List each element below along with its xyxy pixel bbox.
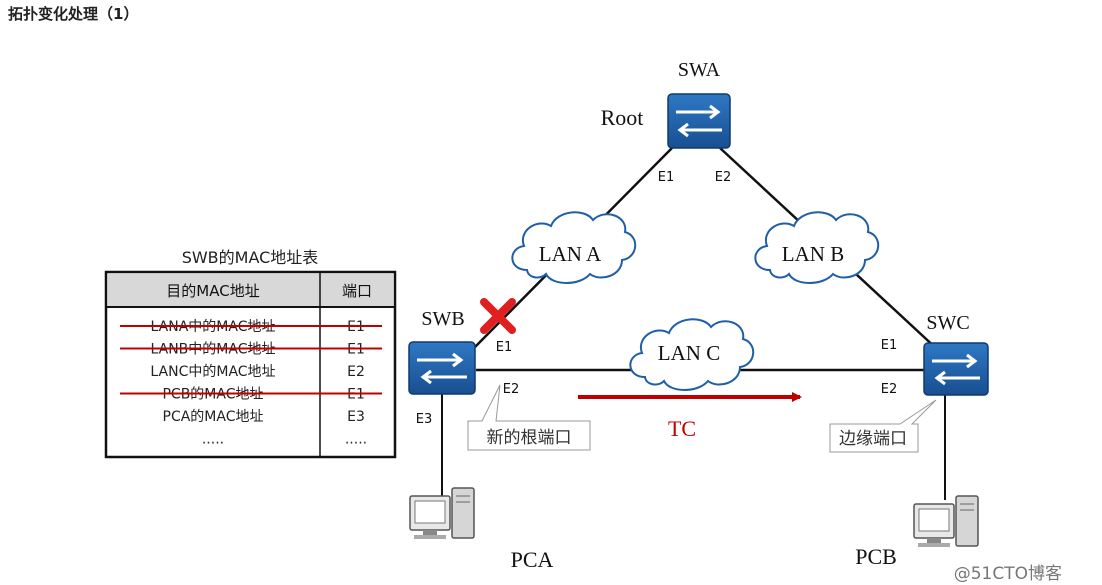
mac-address-cell: ..... bbox=[202, 432, 224, 448]
lan-c-cloud: LAN C bbox=[629, 318, 755, 391]
mac-table-header-port: 端口 bbox=[342, 282, 372, 300]
watermark: @51CTO博客 bbox=[954, 564, 1062, 584]
lan-a-cloud: LAN A bbox=[511, 211, 637, 284]
table-row: LANA中的MAC地址E1 bbox=[120, 319, 382, 335]
swc-name: SWC bbox=[926, 312, 969, 334]
table-row: PCB的MAC地址E1 bbox=[120, 387, 382, 403]
swa-name: SWA bbox=[678, 59, 721, 81]
swa-port-e2: E2 bbox=[715, 170, 732, 185]
mac-port-cell: E3 bbox=[347, 409, 365, 425]
switch-icon bbox=[667, 93, 731, 149]
host-pcb: PCB bbox=[855, 495, 979, 569]
callout-new-root-port: 新的根端口 bbox=[467, 384, 591, 451]
lan-a-label: LAN A bbox=[539, 242, 602, 266]
swb-port-e1: E1 bbox=[496, 340, 513, 355]
page-title: 拓扑变化处理（1） bbox=[8, 5, 139, 23]
cloud-icon bbox=[511, 211, 637, 284]
edge-port-label: 边缘端口 bbox=[839, 429, 907, 449]
swa-port-e1: E1 bbox=[658, 170, 675, 185]
table-row: .......... bbox=[202, 432, 367, 448]
swc-port-e1: E1 bbox=[881, 338, 898, 353]
mac-table: SWB的MAC地址表 目的MAC地址 端口 LANA中的MAC地址E1LANB中… bbox=[104, 248, 397, 459]
tc-indicator: TC bbox=[578, 392, 802, 441]
table-row: LANB中的MAC地址E1 bbox=[120, 342, 382, 358]
pc-icon bbox=[409, 487, 475, 539]
tc-label: TC bbox=[668, 416, 696, 441]
mac-address-cell: PCA的MAC地址 bbox=[163, 409, 264, 425]
swb-port-e3: E3 bbox=[416, 412, 433, 427]
swa-role: Root bbox=[601, 105, 644, 130]
callout-edge-port: 边缘端口 bbox=[829, 399, 937, 453]
mac-table-header-address: 目的MAC地址 bbox=[166, 282, 259, 300]
switch-icon bbox=[923, 342, 989, 396]
swb-name: SWB bbox=[421, 308, 464, 330]
pc-icon bbox=[913, 495, 979, 547]
switch-icon bbox=[408, 341, 476, 395]
mac-table-caption: SWB的MAC地址表 bbox=[182, 248, 319, 267]
host-pca: PCA bbox=[409, 487, 554, 572]
switch-swb: SWB E1 E2 E3 bbox=[408, 308, 520, 427]
swc-port-e2: E2 bbox=[881, 382, 898, 397]
swb-port-e2: E2 bbox=[503, 382, 520, 397]
pca-label: PCA bbox=[511, 547, 554, 572]
mac-address-cell: LANC中的MAC地址 bbox=[150, 364, 275, 380]
lan-b-cloud: LAN B bbox=[754, 211, 880, 284]
new-root-port-label: 新的根端口 bbox=[487, 428, 572, 448]
switch-swc: SWC E1 E2 bbox=[881, 312, 989, 397]
table-row: LANC中的MAC地址 E2 bbox=[150, 364, 364, 380]
mac-table-rows: LANA中的MAC地址E1LANB中的MAC地址E1LANC中的MAC地址 E2P… bbox=[120, 319, 382, 448]
mac-port-cell: E2 bbox=[347, 364, 365, 380]
blocked-x-icon bbox=[480, 298, 516, 334]
lan-c-label: LAN C bbox=[658, 341, 720, 365]
lan-b-label: LAN B bbox=[782, 242, 844, 266]
cloud-icon bbox=[629, 318, 755, 391]
cloud-icon bbox=[754, 211, 880, 284]
switch-swa: SWA Root E1 E2 bbox=[601, 59, 732, 185]
mac-port-cell: ..... bbox=[345, 432, 367, 448]
table-row: PCA的MAC地址 E3 bbox=[163, 409, 365, 425]
pcb-label: PCB bbox=[855, 544, 897, 569]
